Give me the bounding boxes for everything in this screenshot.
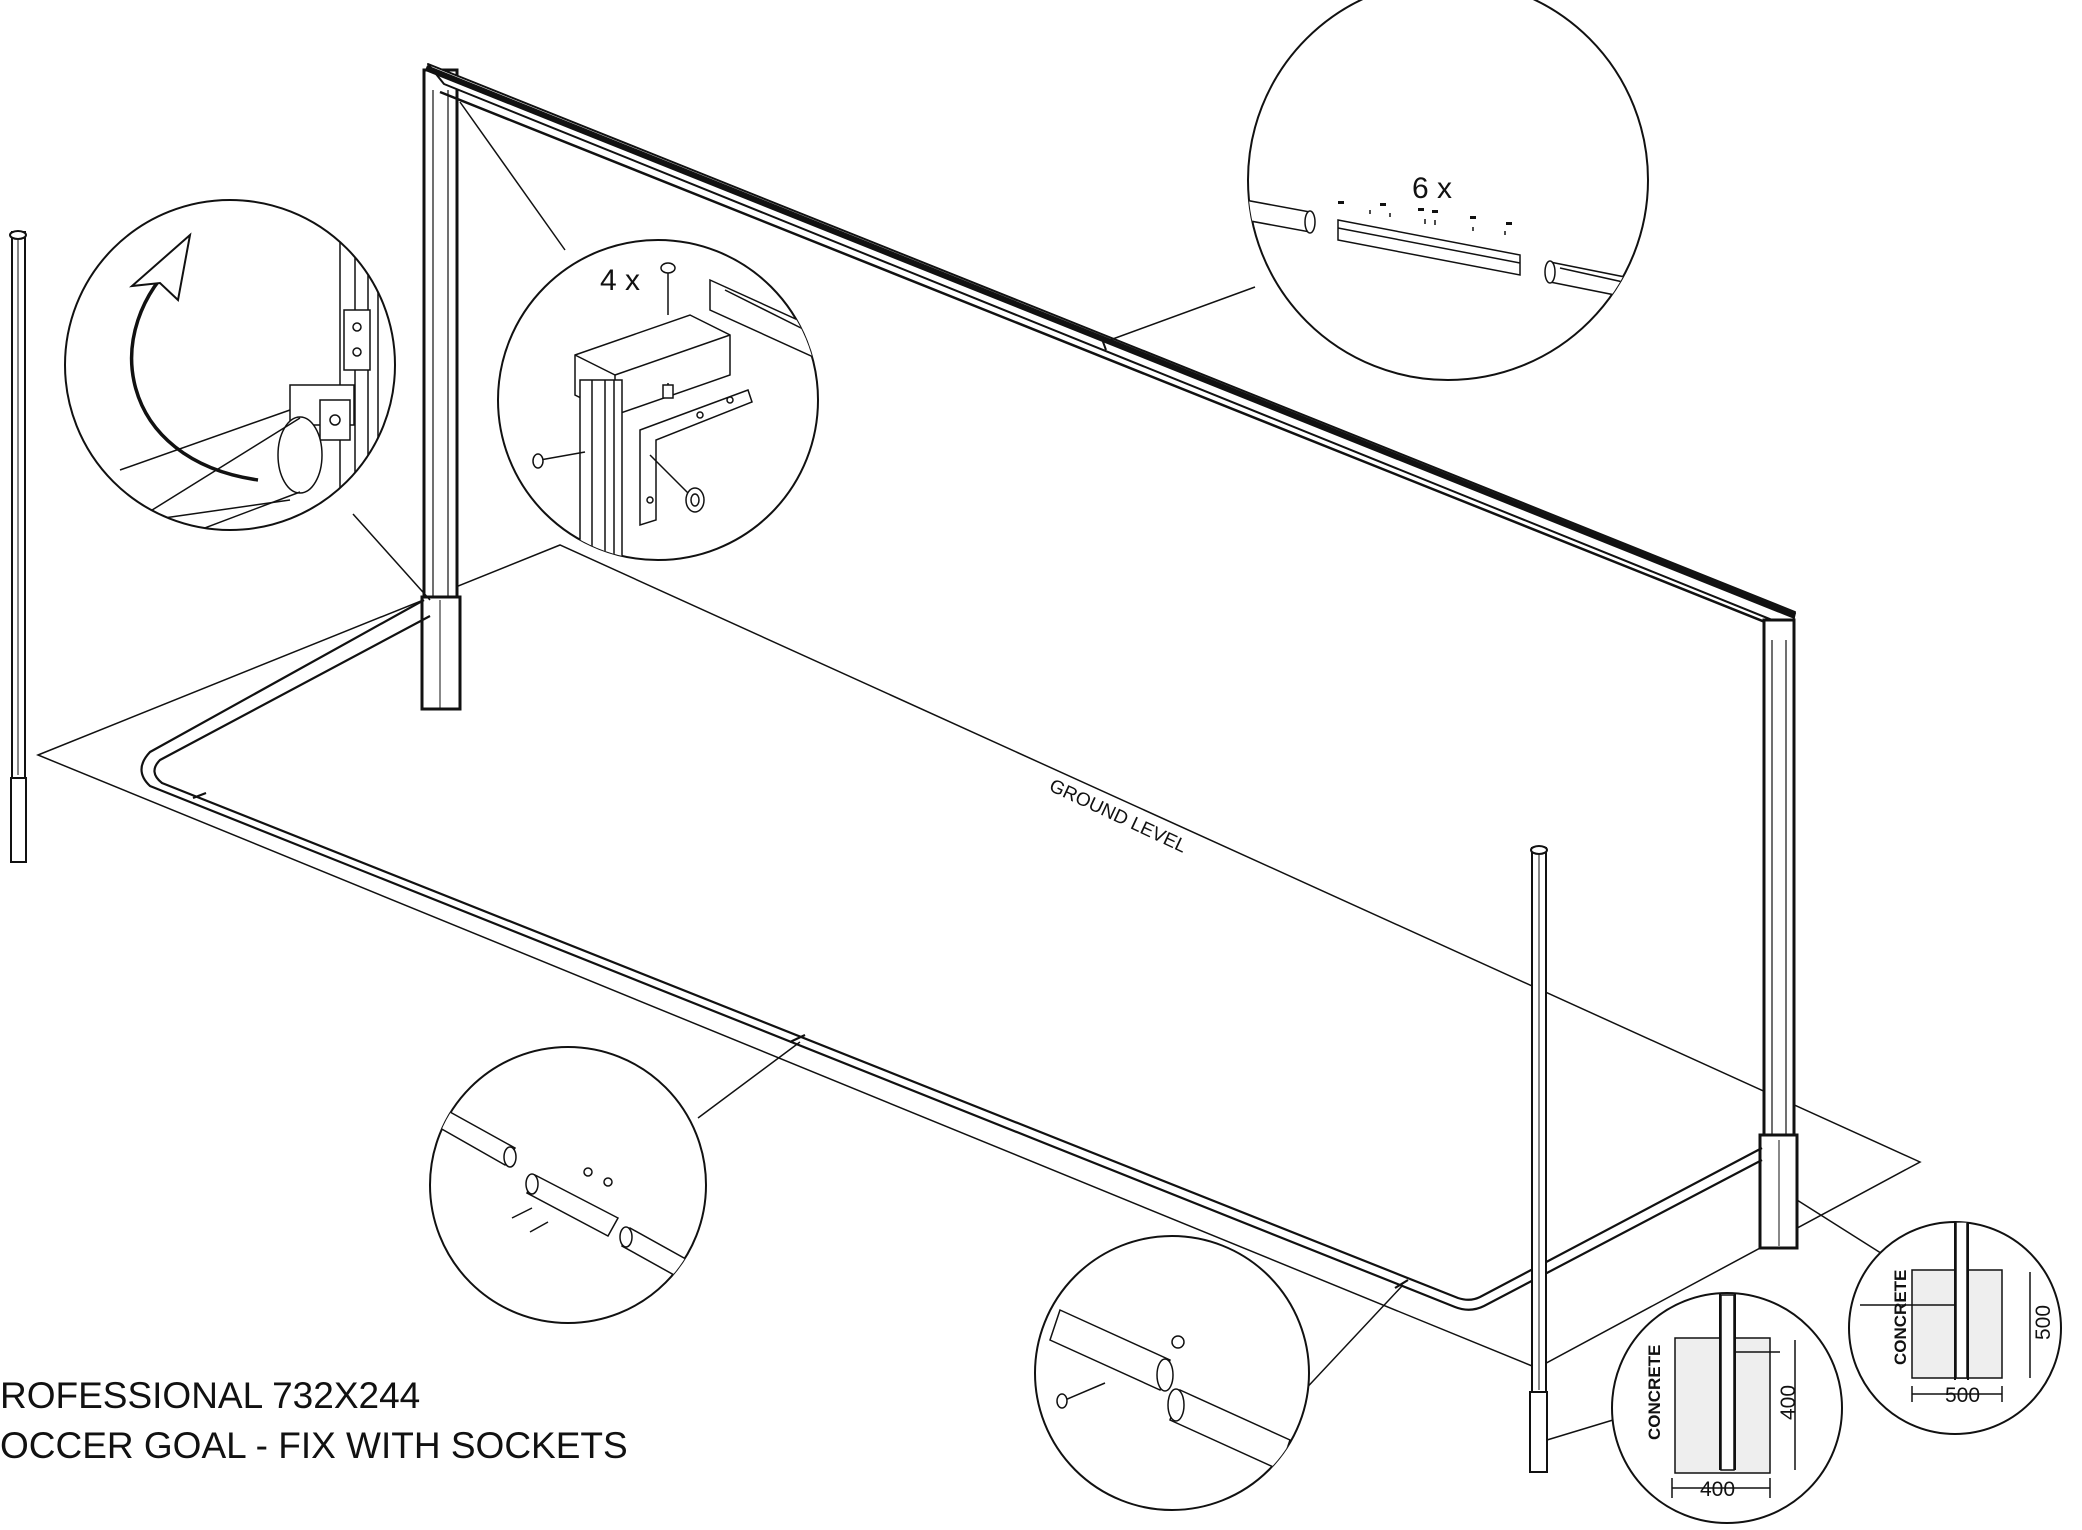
leader-lines: [352, 101, 1896, 1441]
ground-plane: [36, 544, 1922, 1369]
corner-bracket-count-label: 4 x: [600, 264, 640, 297]
title-line-2: OCCER GOAL - FIX WITH SOCKETS: [0, 1425, 628, 1466]
detail-crossbar-joint: 6 x: [1247, 0, 1649, 381]
socket-500-depth-label: 500: [2032, 1305, 2055, 1340]
ground-frame: [140, 599, 1763, 1311]
crossbar-screw-count-label: 6 x: [1412, 172, 1452, 205]
right-goal-post: [1758, 618, 1799, 1250]
detail-frame-joint: [429, 1046, 707, 1324]
title-line-1: ROFESSIONAL 732X244: [0, 1375, 420, 1416]
ground-level-label: GROUND LEVEL: [1046, 775, 1190, 857]
detail-corner-bracket: 4 x: [497, 239, 819, 561]
left-goal-post: [420, 68, 462, 711]
socket-500-material-label: CONCRETE: [1891, 1270, 1910, 1365]
socket-500-width-label: 500: [1945, 1384, 1980, 1407]
detail-socket-400: CONCRETE 400 400: [1611, 1292, 1843, 1524]
socket-400-material-label: CONCRETE: [1645, 1345, 1664, 1440]
detail-socket-500: CONCRETE 500 500: [1848, 1221, 2062, 1435]
loose-left-post: [9, 230, 27, 863]
detail-post-bracket: [64, 199, 396, 531]
loose-right-post: [1529, 845, 1548, 1473]
detail-corner-joint: [1034, 1235, 1310, 1511]
socket-400-width-label: 400: [1700, 1478, 1735, 1501]
socket-400-depth-label: 400: [1777, 1385, 1800, 1420]
